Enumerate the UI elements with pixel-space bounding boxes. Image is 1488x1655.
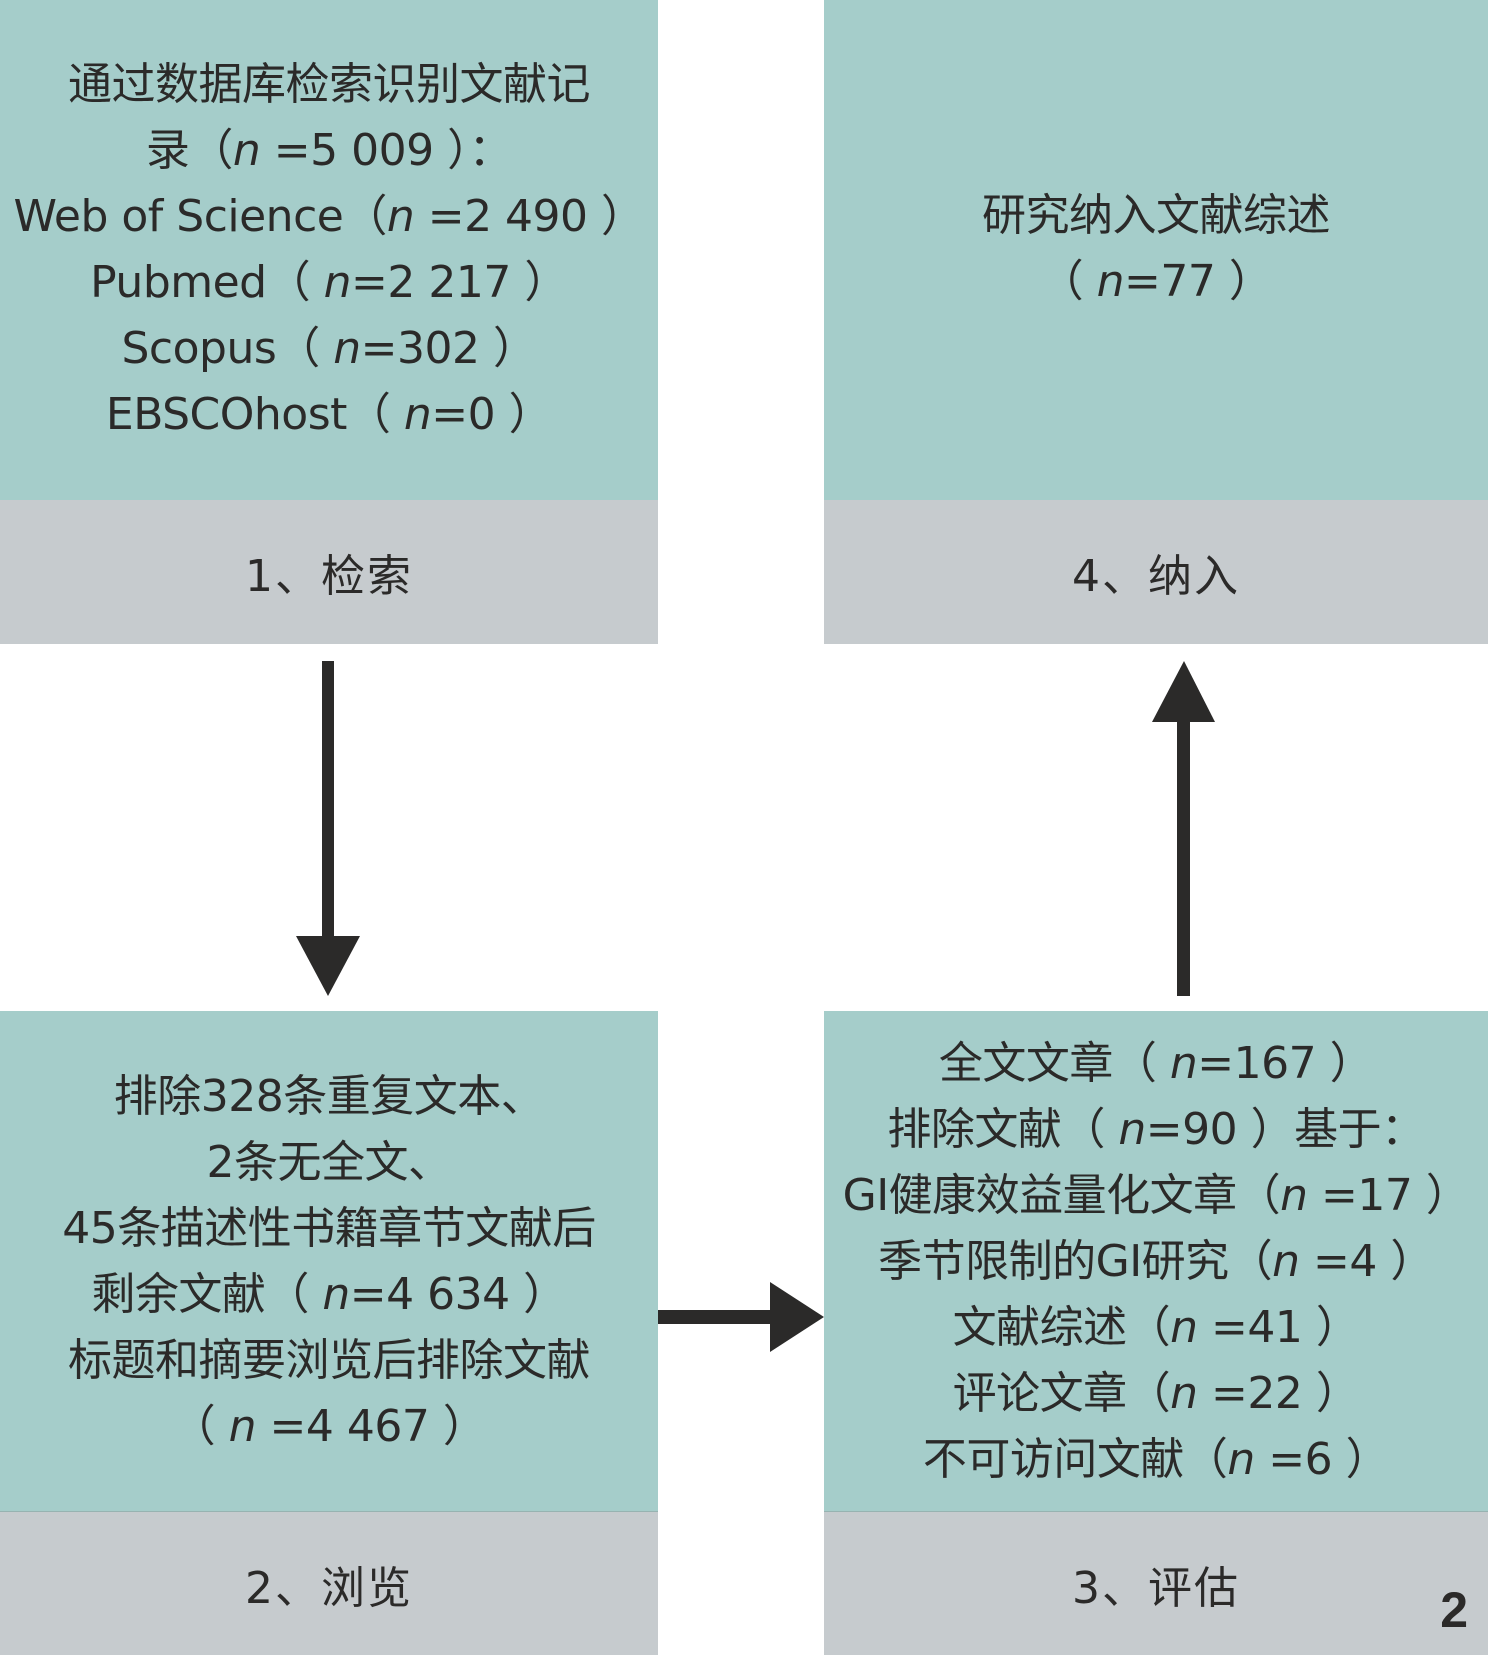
line-text: 通过数据库检索识别文献记 bbox=[68, 59, 591, 110]
count-value: =41 ） bbox=[1197, 1301, 1360, 1353]
content-line: 研究纳入文献综述 bbox=[982, 183, 1331, 249]
step-search-box: 通过数据库检索识别文献记录（n =5 009 ）：Web of Science（… bbox=[0, 0, 658, 644]
line-text: 研究纳入文献综述 bbox=[982, 190, 1331, 241]
count-value: =302 ） bbox=[360, 323, 537, 374]
count-symbol: n bbox=[1280, 1169, 1308, 1221]
content-line: 评论文章（n =22 ） bbox=[953, 1361, 1360, 1427]
content-line: 通过数据库检索识别文献记 bbox=[68, 52, 591, 118]
content-line: 文献综述（n =41 ） bbox=[953, 1295, 1360, 1361]
arrow-right-shaft bbox=[658, 1310, 772, 1324]
line-text: 标题和摘要浏览后排除文献 bbox=[68, 1334, 591, 1386]
line-text: 不可访问文献（ bbox=[922, 1433, 1228, 1485]
count-symbol: n bbox=[1170, 1367, 1198, 1419]
line-text: 季节限制的GI研究（ bbox=[878, 1235, 1273, 1287]
line-text: GI健康效益量化文章（ bbox=[842, 1169, 1281, 1221]
content-line: 全文文章（ n=167 ） bbox=[938, 1031, 1374, 1097]
count-symbol: n bbox=[333, 323, 361, 374]
line-text: Pubmed（ bbox=[90, 257, 324, 308]
line-text: 评论文章（ bbox=[952, 1367, 1171, 1419]
line-text: （ bbox=[171, 1400, 229, 1452]
count-symbol: n bbox=[403, 389, 432, 440]
count-symbol: n bbox=[1227, 1433, 1255, 1485]
line-text: 文献综述（ bbox=[952, 1301, 1171, 1353]
count-value: =77 ） bbox=[1124, 256, 1273, 307]
content-line: 2条无全文、 bbox=[206, 1130, 453, 1196]
content-line: 剩余文献（ n=4 634 ） bbox=[91, 1262, 567, 1328]
count-symbol: n bbox=[1170, 1301, 1198, 1353]
count-value: =0 ） bbox=[431, 389, 553, 440]
arrow-up-head bbox=[1152, 661, 1215, 722]
step-eligibility-content: 全文文章（ n=167 ）排除文献（ n=90 ）基于：GI健康效益量化文章（n… bbox=[824, 1011, 1488, 1512]
count-value: =5 009 ）： bbox=[260, 125, 513, 176]
count-symbol: n bbox=[386, 191, 415, 242]
step-screening-box: 排除328条重复文本、2条无全文、45条描述性书籍章节文献后剩余文献（ n=4 … bbox=[0, 1011, 658, 1655]
step-eligibility-label: 3、评估 bbox=[824, 1511, 1488, 1655]
step-included-label: 4、纳入 bbox=[824, 500, 1488, 644]
count-symbol: n bbox=[1118, 1103, 1146, 1155]
arrow-search-to-screening bbox=[296, 661, 360, 996]
content-line: 录（n =5 009 ）： bbox=[145, 118, 513, 184]
count-symbol: n bbox=[322, 1268, 350, 1320]
content-line: 不可访问文献（n =6 ） bbox=[922, 1427, 1390, 1493]
line-text: 2条无全文、 bbox=[206, 1136, 453, 1188]
count-symbol: n bbox=[1096, 256, 1125, 307]
count-value: =167 ） bbox=[1197, 1037, 1374, 1089]
arrow-up-shaft bbox=[1177, 720, 1190, 996]
arrow-eligibility-to-included bbox=[1152, 661, 1215, 996]
content-line: （ n =4 467 ） bbox=[172, 1394, 487, 1460]
content-line: 季节限制的GI研究（n =4 ） bbox=[878, 1229, 1434, 1295]
step-eligibility-box: 全文文章（ n=167 ）排除文献（ n=90 ）基于：GI健康效益量化文章（n… bbox=[824, 1011, 1488, 1655]
line-text: 排除文献（ bbox=[887, 1103, 1119, 1155]
arrow-right-head bbox=[770, 1282, 824, 1352]
count-symbol: n bbox=[232, 125, 261, 176]
content-line: GI健康效益量化文章（n =17 ） bbox=[843, 1163, 1470, 1229]
content-line: Pubmed（ n=2 217 ） bbox=[90, 250, 568, 316]
line-text: 录（ bbox=[145, 125, 234, 176]
count-value: =22 ） bbox=[1197, 1367, 1360, 1419]
count-value: =90 ）基于： bbox=[1145, 1103, 1425, 1155]
count-value: =2 490 ） bbox=[414, 191, 645, 242]
content-line: EBSCOhost（ n=0 ） bbox=[105, 382, 553, 448]
step-screening-content: 排除328条重复文本、2条无全文、45条描述性书籍章节文献后剩余文献（ n=4 … bbox=[0, 1011, 658, 1512]
count-symbol: n bbox=[228, 1400, 257, 1452]
page-number: 2 bbox=[1440, 1582, 1468, 1638]
count-symbol: n bbox=[1272, 1235, 1300, 1287]
count-value: =4 634 ） bbox=[349, 1268, 567, 1320]
count-value: =6 ） bbox=[1254, 1433, 1390, 1485]
count-symbol: n bbox=[1169, 1037, 1198, 1089]
step-search-label: 1、检索 bbox=[0, 500, 658, 644]
line-text: Web of Science（ bbox=[13, 191, 387, 242]
content-line: 排除文献（ n=90 ）基于： bbox=[887, 1097, 1425, 1163]
line-text: Scopus（ bbox=[121, 323, 334, 374]
content-line: Web of Science（n =2 490 ） bbox=[13, 184, 645, 250]
step-screening-label: 2、浏览 bbox=[0, 1511, 658, 1655]
step-included-content: 研究纳入文献综述 （ n=77 ） bbox=[824, 0, 1488, 500]
step-search-content: 通过数据库检索识别文献记录（n =5 009 ）：Web of Science（… bbox=[0, 0, 658, 500]
content-line: 排除328条重复文本、 bbox=[113, 1064, 545, 1130]
step-included-box: 研究纳入文献综述 （ n=77 ） 4、纳入 bbox=[824, 0, 1488, 644]
line-text: （ bbox=[1039, 256, 1097, 307]
count-value: =4 467 ） bbox=[256, 1400, 487, 1452]
line-text: 排除328条重复文本、 bbox=[113, 1070, 545, 1122]
count-value: =17 ） bbox=[1307, 1169, 1470, 1221]
content-line: 45条描述性书籍章节文献后 bbox=[62, 1196, 596, 1262]
line-text: 全文文章（ bbox=[938, 1037, 1170, 1089]
arrow-down-head bbox=[296, 936, 360, 996]
count-symbol: n bbox=[323, 257, 352, 308]
count-value: =2 217 ） bbox=[351, 257, 568, 308]
content-line: 标题和摘要浏览后排除文献 bbox=[68, 1328, 591, 1394]
line-text: EBSCOhost（ bbox=[105, 389, 404, 440]
content-line: （ n=77 ） bbox=[1040, 249, 1273, 315]
arrow-down-shaft bbox=[322, 661, 334, 938]
count-value: =4 ） bbox=[1299, 1235, 1434, 1287]
line-text: 剩余文献（ bbox=[91, 1268, 323, 1320]
arrow-screening-to-eligibility bbox=[658, 1282, 824, 1352]
content-line: Scopus（ n=302 ） bbox=[121, 316, 537, 382]
line-text: 45条描述性书籍章节文献后 bbox=[62, 1202, 596, 1254]
